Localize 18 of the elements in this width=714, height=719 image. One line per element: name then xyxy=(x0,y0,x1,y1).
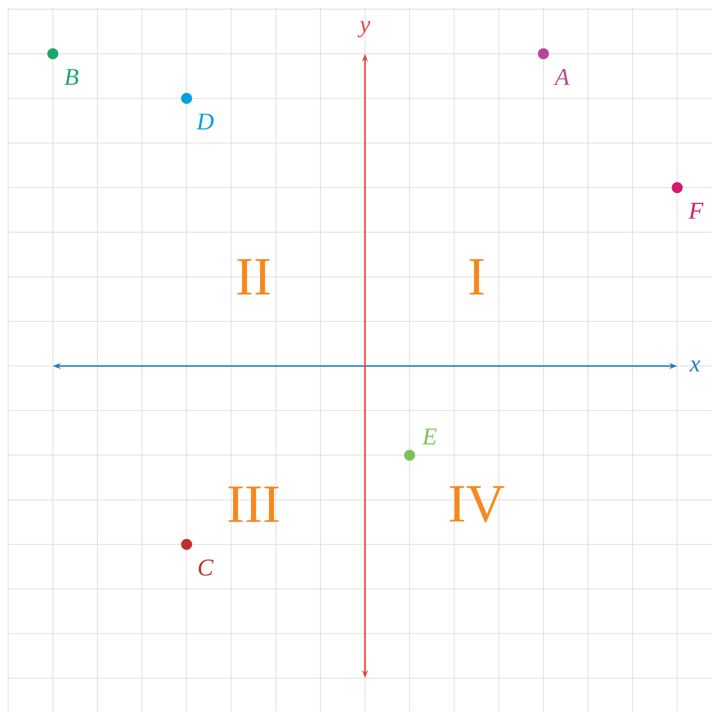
point-label: E xyxy=(422,428,437,444)
quadrant-numeral: II xyxy=(237,259,270,294)
point-label: F xyxy=(688,202,704,219)
point-label: A xyxy=(554,69,570,85)
axis-label: y xyxy=(358,21,370,38)
quadrant-numeral: III xyxy=(228,486,279,522)
point-dot xyxy=(538,48,549,60)
point-dot xyxy=(181,92,192,104)
axis-label: x xyxy=(689,360,700,372)
point-label: C xyxy=(198,560,214,576)
point-label: D xyxy=(196,114,214,130)
point-dot xyxy=(47,48,58,60)
point-dot xyxy=(404,450,416,461)
point-dot xyxy=(672,182,683,194)
quadrant-numeral: I xyxy=(469,259,484,294)
point-dot xyxy=(181,538,192,550)
point-label: B xyxy=(64,69,78,85)
quadrant-numeral: IV xyxy=(450,486,504,522)
